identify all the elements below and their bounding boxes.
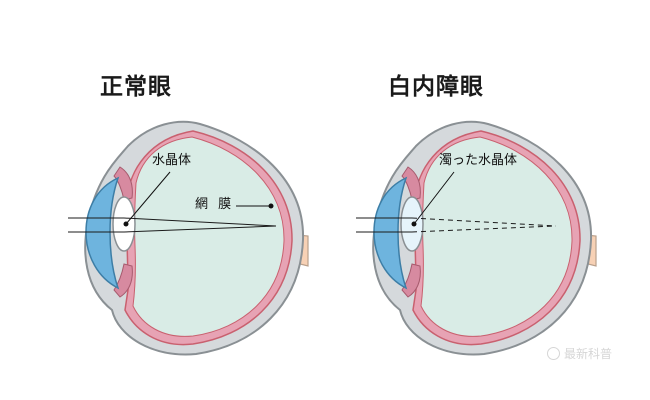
vitreous-body: [420, 136, 573, 337]
circle-logo-icon: [547, 347, 560, 360]
retina-label: 網 膜: [195, 197, 235, 212]
lens-leader-dot: [411, 221, 417, 227]
scattered-ray: [411, 225, 557, 233]
normal-eye-title: 正常眼: [100, 74, 172, 100]
light-ray: [123, 225, 277, 233]
retina-leader-dot: [268, 203, 274, 209]
lens-label: 水晶体: [152, 153, 192, 168]
scattered-ray: [411, 217, 557, 227]
light-ray: [123, 217, 277, 227]
lens-leader-line: [125, 171, 171, 225]
cataract-eye: [356, 120, 597, 356]
watermark-text: 最新科普: [564, 347, 613, 361]
cataract-eye-title: 白内障眼: [388, 74, 484, 100]
watermark: 最新科普: [547, 345, 612, 362]
lens-leader-line: [413, 171, 455, 225]
lens-leader-dot: [123, 221, 129, 227]
vitreous-body: [132, 136, 285, 337]
normal-eye: [68, 120, 309, 356]
cloudy-lens-label: 濁った水晶体: [439, 153, 518, 168]
